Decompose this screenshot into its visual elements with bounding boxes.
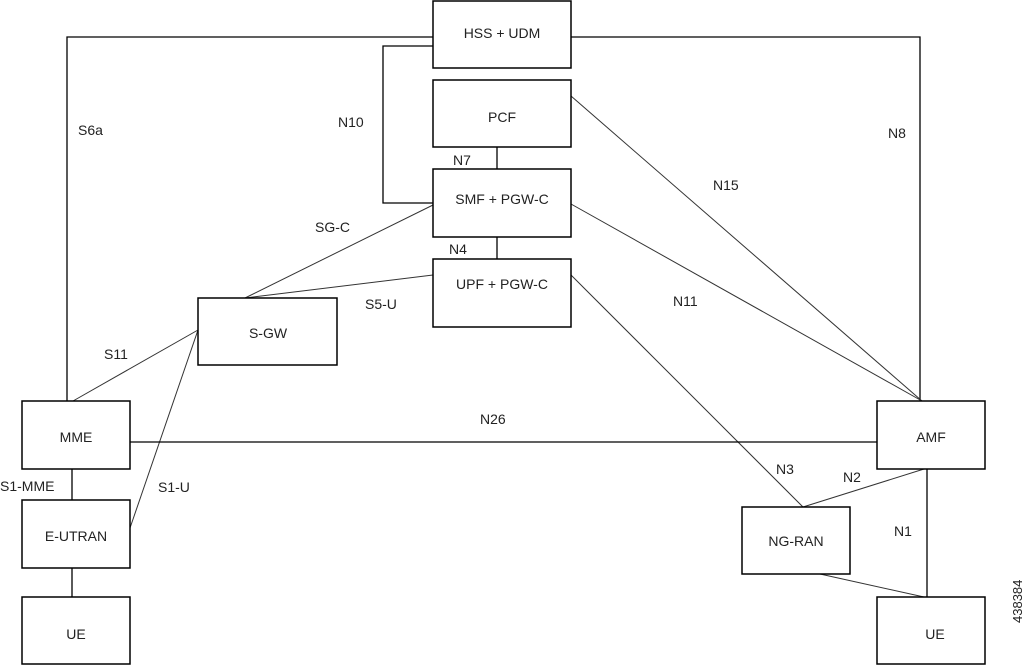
node-smf-pgwc[interactable]: SMF + PGW-C — [432, 168, 572, 238]
node-amf[interactable]: AMF — [876, 400, 986, 470]
node-sgw[interactable]: S-GW — [197, 297, 338, 366]
node-label: E-UTRAN — [45, 528, 107, 544]
label-n8: N8 — [888, 125, 906, 141]
label-s5u: S5-U — [365, 296, 397, 312]
node-label: UE — [925, 626, 944, 642]
node-label: MME — [60, 429, 93, 445]
node-ngran[interactable]: NG-RAN — [741, 506, 851, 575]
node-label: UPF + PGW-C — [456, 276, 548, 292]
label-n7: N7 — [453, 152, 471, 168]
node-upf-pgwc[interactable]: UPF + PGW-C — [432, 258, 572, 328]
link-n3 — [570, 274, 804, 508]
label-n2: N2 — [843, 469, 861, 485]
link-ngran-ue — [819, 573, 925, 598]
interface-labels: S6a N8 N10 N7 N15 SG-C N4 S5-U N11 S11 N… — [0, 114, 912, 539]
link-n2 — [802, 468, 925, 508]
link-n15 — [570, 95, 923, 402]
label-s6a: S6a — [78, 122, 103, 138]
link-sgc — [244, 204, 434, 299]
label-s1u: S1-U — [158, 479, 190, 495]
links — [66, 36, 928, 598]
node-pcf[interactable]: PCF — [432, 79, 572, 148]
node-label: HSS + UDM — [464, 25, 541, 41]
node-label: AMF — [916, 429, 946, 445]
label-n4: N4 — [449, 241, 467, 257]
label-sgc: SG-C — [315, 219, 350, 235]
label-s1mme: S1-MME — [0, 478, 54, 494]
node-label: SMF + PGW-C — [455, 191, 548, 207]
node-label: UE — [66, 626, 85, 642]
label-n1: N1 — [894, 523, 912, 539]
node-ue-right[interactable]: UE — [876, 596, 986, 665]
label-n26: N26 — [480, 411, 506, 427]
node-hss-udm[interactable]: HSS + UDM — [432, 0, 572, 69]
label-s11: S11 — [104, 346, 128, 362]
node-label: NG-RAN — [768, 533, 823, 549]
label-n15: N15 — [713, 177, 739, 193]
link-s6a — [66, 36, 433, 401]
node-eutran[interactable]: E-UTRAN — [21, 499, 131, 569]
link-n8 — [571, 36, 921, 401]
figure-id: 438384 — [1010, 580, 1025, 623]
link-n11 — [570, 203, 923, 402]
link-s5u — [244, 274, 434, 299]
label-n3: N3 — [776, 461, 794, 477]
node-ue-left[interactable]: UE — [21, 596, 131, 665]
link-s11 — [72, 329, 199, 402]
label-n10: N10 — [338, 114, 364, 130]
node-label: PCF — [488, 109, 516, 125]
link-n10 — [382, 45, 433, 204]
node-label: S-GW — [249, 325, 288, 341]
node-mme[interactable]: MME — [21, 400, 131, 470]
link-s1u — [129, 329, 199, 529]
label-n11: N11 — [673, 293, 698, 309]
